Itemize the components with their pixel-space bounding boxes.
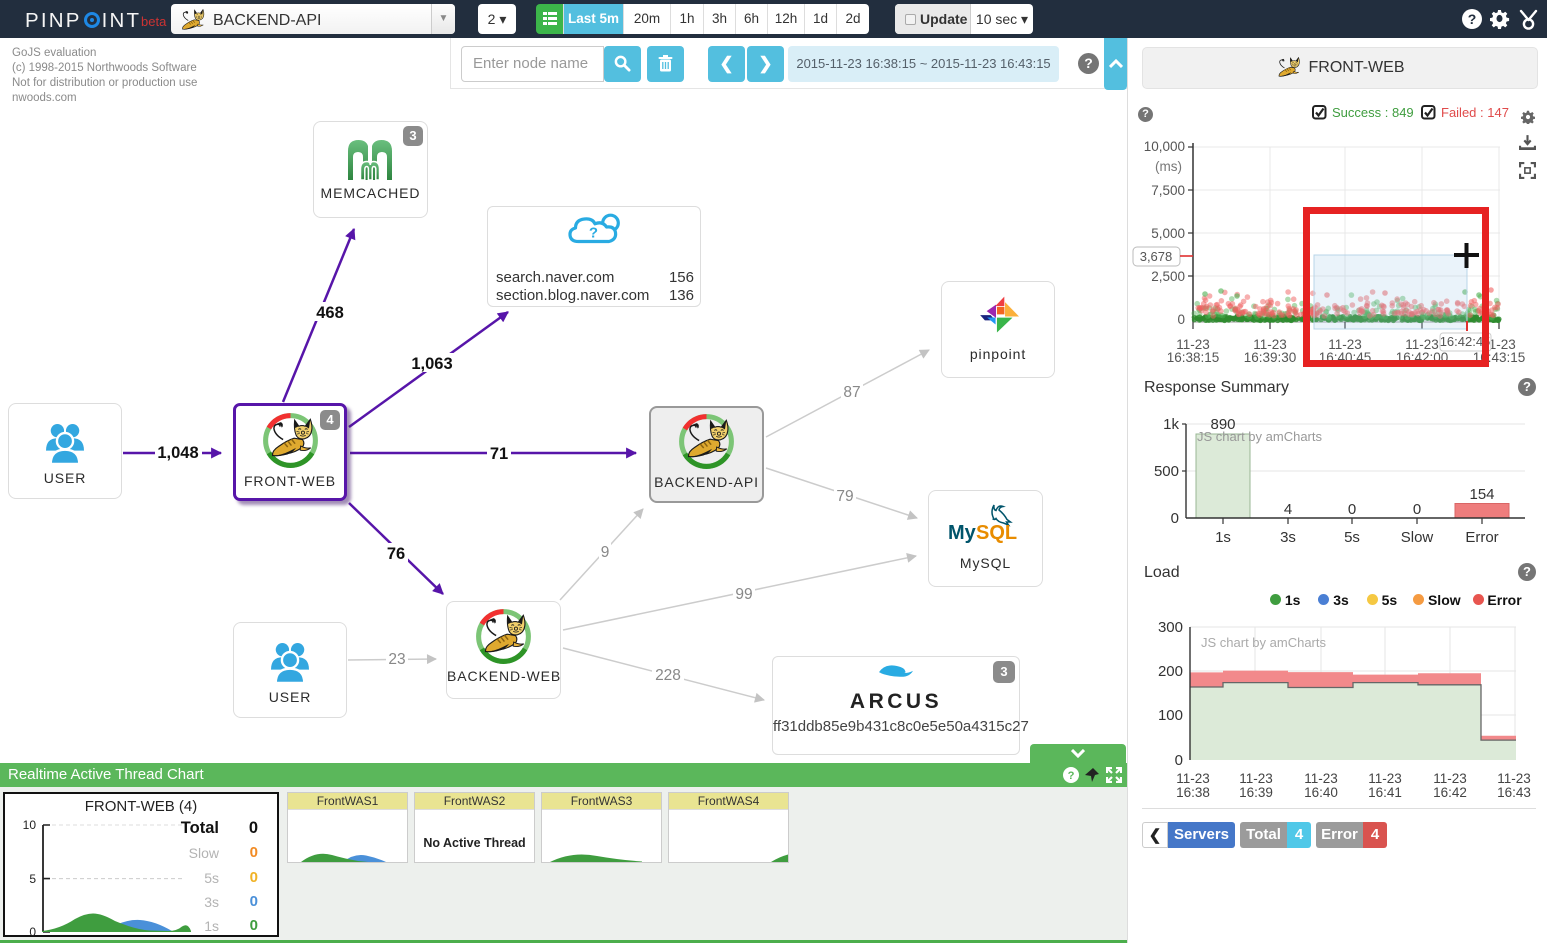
- svg-text:JS chart by amCharts: JS chart by amCharts: [1197, 429, 1322, 444]
- svg-text:16:40: 16:40: [1304, 785, 1338, 800]
- svg-text:154: 154: [1469, 486, 1494, 503]
- svg-text:16:39:30: 16:39:30: [1244, 350, 1297, 365]
- svg-text:0: 0: [1175, 752, 1183, 769]
- svg-text:JS chart by amCharts: JS chart by amCharts: [1201, 635, 1326, 650]
- svg-text:Error: Error: [1465, 529, 1498, 546]
- svg-text:16:41: 16:41: [1368, 785, 1402, 800]
- svg-text:3s: 3s: [1280, 529, 1296, 546]
- svg-text:1k: 1k: [1163, 416, 1179, 433]
- svg-text:7,500: 7,500: [1151, 183, 1185, 198]
- svg-text:11-23: 11-23: [1368, 771, 1402, 786]
- svg-text:(ms): (ms): [1155, 159, 1182, 174]
- svg-text:11-23: 11-23: [1433, 771, 1467, 786]
- svg-text:200: 200: [1158, 663, 1183, 680]
- svg-text:3,678: 3,678: [1140, 249, 1173, 264]
- svg-text:11-23: 11-23: [1239, 771, 1273, 786]
- svg-text:11-23: 11-23: [1176, 337, 1210, 352]
- svg-text:9: 9: [601, 544, 610, 561]
- svg-text:10: 10: [23, 820, 37, 832]
- svg-text:0: 0: [1171, 510, 1179, 527]
- svg-text:10,000: 10,000: [1144, 139, 1185, 154]
- svg-text:0: 0: [1348, 501, 1356, 518]
- svg-text:16:38:15: 16:38:15: [1167, 350, 1220, 365]
- svg-text:500: 500: [1154, 463, 1179, 480]
- svg-text:0: 0: [1177, 312, 1185, 327]
- svg-text:79: 79: [836, 488, 853, 505]
- svg-text:1s: 1s: [1215, 529, 1231, 546]
- svg-text:300: 300: [1158, 619, 1183, 636]
- svg-text:5: 5: [29, 872, 36, 886]
- svg-text:16:42: 16:42: [1433, 785, 1467, 800]
- svg-text:0: 0: [29, 925, 36, 939]
- svg-text:SQL: SQL: [976, 522, 1017, 544]
- svg-text:0: 0: [1413, 501, 1421, 518]
- svg-text:87: 87: [843, 384, 860, 401]
- svg-text:11-23: 11-23: [1405, 337, 1439, 352]
- svg-text:16:39: 16:39: [1239, 785, 1273, 800]
- svg-text:11-23: 11-23: [1253, 337, 1287, 352]
- svg-text:11-23: 11-23: [1328, 337, 1362, 352]
- svg-text:228: 228: [655, 667, 681, 684]
- svg-text:11-23: 11-23: [1497, 771, 1531, 786]
- svg-text:71: 71: [490, 445, 508, 463]
- svg-text:99: 99: [735, 586, 752, 603]
- svg-text:5,000: 5,000: [1151, 226, 1185, 241]
- svg-text:16:43: 16:43: [1497, 785, 1531, 800]
- svg-text:100: 100: [1158, 707, 1183, 724]
- svg-text:2,500: 2,500: [1151, 269, 1185, 284]
- svg-text:4: 4: [1284, 501, 1292, 518]
- svg-text:My: My: [948, 522, 977, 544]
- svg-text:76: 76: [387, 545, 405, 563]
- svg-text:?: ?: [1068, 770, 1075, 782]
- svg-text:890: 890: [1210, 416, 1235, 433]
- svg-text:11-23: 11-23: [1304, 771, 1338, 786]
- svg-text:?: ?: [589, 225, 598, 242]
- svg-text:16:42:45: 16:42:45: [1440, 334, 1491, 349]
- svg-text:11-23: 11-23: [1176, 771, 1210, 786]
- svg-text:23: 23: [388, 651, 405, 668]
- svg-text:Slow: Slow: [1401, 529, 1434, 546]
- svg-text:1,063: 1,063: [411, 355, 452, 373]
- svg-text:468: 468: [316, 304, 344, 322]
- svg-text:5s: 5s: [1344, 529, 1360, 546]
- svg-text:1,048: 1,048: [157, 444, 198, 462]
- svg-text:?: ?: [1468, 11, 1477, 27]
- svg-text:16:38: 16:38: [1176, 785, 1210, 800]
